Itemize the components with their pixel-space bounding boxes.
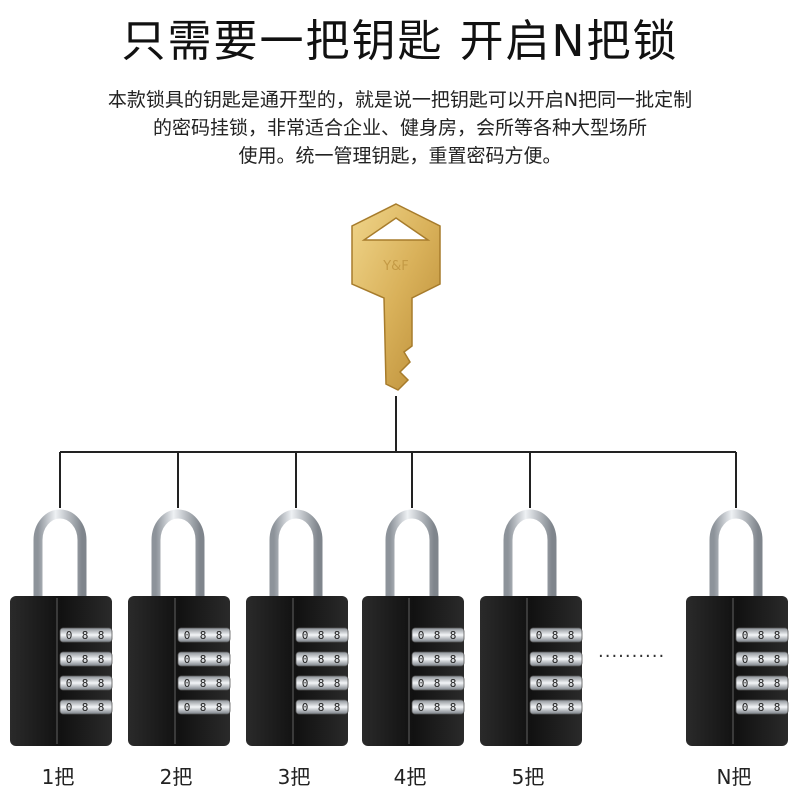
dial-digit: 8 — [82, 653, 89, 666]
dial-digit: 0 — [536, 701, 543, 714]
dial-digit: 8 — [552, 701, 559, 714]
dial-digit: 8 — [434, 653, 441, 666]
lock-label-1: 1把 — [41, 765, 75, 789]
dial-digit: 8 — [318, 677, 325, 690]
description-line-1: 本款锁具的钥匙是通开型的，就是说一把钥匙可以开启N把同一批定制 — [107, 89, 693, 111]
connector-lines — [59, 396, 737, 508]
dial-digit: 8 — [450, 653, 457, 666]
dial-digit: 8 — [98, 701, 105, 714]
dial-digit: 8 — [450, 701, 457, 714]
dial-digit: 8 — [82, 701, 89, 714]
dial-digit: 8 — [774, 629, 781, 642]
dial-digit: 8 — [434, 629, 441, 642]
dial-digit: 8 — [552, 629, 559, 642]
dial-digit: 8 — [216, 701, 223, 714]
dial-digit: 0 — [184, 677, 191, 690]
dial-digit: 0 — [184, 653, 191, 666]
dial-digit: 8 — [774, 701, 781, 714]
dial-digit: 0 — [184, 701, 191, 714]
dial-digit: 8 — [450, 677, 457, 690]
description-line-2: 的密码挂锁，非常适合企业、健身房，会所等各种大型场所 — [152, 117, 647, 139]
dial-digit: 0 — [536, 653, 543, 666]
dial-digit: 8 — [216, 629, 223, 642]
dial-digit: 8 — [98, 629, 105, 642]
ellipsis: ·········· — [598, 646, 666, 667]
dial-digit: 8 — [334, 677, 341, 690]
dial-digit: 8 — [98, 677, 105, 690]
page-title: 只需要一把钥匙 开启N把锁 — [121, 16, 679, 67]
dial-digit: 0 — [302, 653, 309, 666]
lock-label-3: 3把 — [277, 765, 311, 789]
lock-label-n: N把 — [716, 765, 752, 789]
dial-digit: 8 — [774, 653, 781, 666]
key-icon: Y&F — [351, 203, 441, 391]
dial-digit: 0 — [418, 677, 425, 690]
dial-digit: 8 — [552, 653, 559, 666]
dial-digit: 8 — [334, 701, 341, 714]
dial-digit: 0 — [66, 653, 73, 666]
dial-digit: 8 — [82, 677, 89, 690]
dial-digit: 8 — [758, 629, 765, 642]
dial-digit: 0 — [742, 701, 749, 714]
dial-digit: 8 — [434, 677, 441, 690]
dial-digit: 0 — [742, 629, 749, 642]
dial-digit: 8 — [434, 701, 441, 714]
dial-digit: 8 — [200, 629, 207, 642]
dial-digit: 0 — [302, 701, 309, 714]
dial-digit: 8 — [216, 653, 223, 666]
dial-digit: 8 — [200, 677, 207, 690]
dial-digit: 8 — [758, 677, 765, 690]
description-line-3: 使用。统一管理钥匙，重置密码方便。 — [238, 145, 562, 167]
dial-digit: 8 — [98, 653, 105, 666]
dial-digit: 8 — [200, 653, 207, 666]
dial-digit: 0 — [302, 629, 309, 642]
key-logo: Y&F — [382, 259, 409, 274]
dial-digit: 8 — [334, 653, 341, 666]
lock-label-2: 2把 — [159, 765, 193, 789]
dial-digit: 8 — [200, 701, 207, 714]
dial-digit: 8 — [334, 629, 341, 642]
dial-digit: 0 — [536, 629, 543, 642]
dial-digit: 0 — [536, 677, 543, 690]
dial-digit: 0 — [418, 701, 425, 714]
dial-digit: 8 — [568, 653, 575, 666]
dial-digit: 8 — [568, 701, 575, 714]
dial-digit: 0 — [66, 677, 73, 690]
lock-label-5: 5把 — [511, 765, 545, 789]
dial-digit: 0 — [302, 677, 309, 690]
dial-digit: 0 — [742, 677, 749, 690]
dial-digit: 8 — [318, 629, 325, 642]
dial-digit: 8 — [568, 629, 575, 642]
dial-digit: 0 — [184, 629, 191, 642]
dial-digit: 8 — [774, 677, 781, 690]
dial-digit: 8 — [552, 677, 559, 690]
dial-digit: 0 — [66, 629, 73, 642]
dial-digit: 8 — [318, 653, 325, 666]
dial-digit: 8 — [318, 701, 325, 714]
dial-digit: 0 — [418, 629, 425, 642]
dial-digit: 8 — [216, 677, 223, 690]
dial-digit: 8 — [82, 629, 89, 642]
lock-label-4: 4把 — [393, 765, 427, 789]
dial-digit: 0 — [66, 701, 73, 714]
dial-digit: 8 — [568, 677, 575, 690]
dial-digit: 8 — [758, 653, 765, 666]
dial-digit: 8 — [450, 629, 457, 642]
dial-digit: 0 — [742, 653, 749, 666]
dial-digit: 0 — [418, 653, 425, 666]
dial-digit: 8 — [758, 701, 765, 714]
